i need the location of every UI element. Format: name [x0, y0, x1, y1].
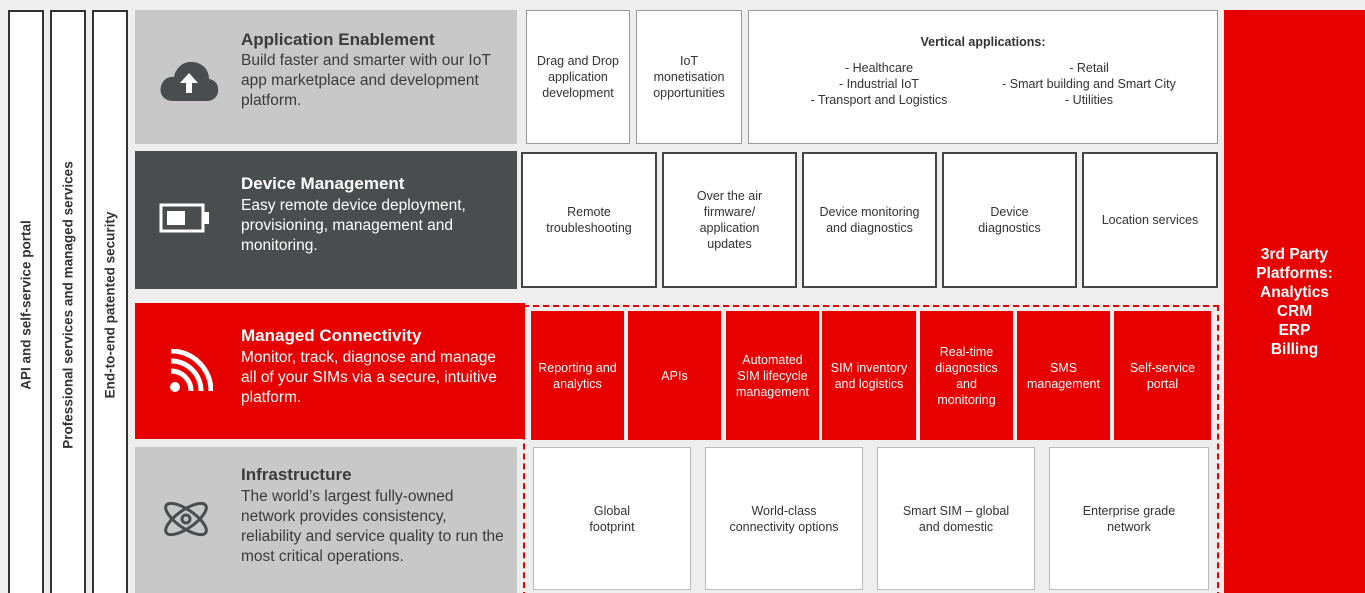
connectivity-dashed-outline — [523, 305, 1219, 593]
professional-services-label: Professional services and managed servic… — [60, 161, 76, 449]
third-party-line: Platforms: — [1256, 264, 1333, 282]
device-diagnostics-box: Device diagnostics — [942, 152, 1077, 288]
application-enablement-panel: Application Enablement Build faster and … — [135, 10, 517, 144]
vertical-item: - Utilities — [1065, 93, 1113, 107]
global-footprint-box: Global footprint — [533, 447, 691, 590]
sms-management-box: SMS management — [1017, 311, 1110, 440]
vertical-applications-title: Vertical applications: — [920, 35, 1046, 49]
professional-services-bar: Professional services and managed servic… — [50, 10, 86, 593]
reporting-analytics-box: Reporting and analytics — [531, 311, 624, 440]
atom-icon — [159, 493, 213, 550]
api-portal-label: API and self-service portal — [18, 220, 34, 390]
cloud-upload-icon — [159, 55, 219, 110]
vertical-right-list: - Retail - Smart building and Smart City… — [974, 60, 1204, 108]
api-portal-bar: API and self-service portal — [8, 10, 44, 593]
third-party-line: CRM — [1276, 302, 1313, 320]
device-management-panel: Device Management Easy remote device dep… — [135, 151, 517, 289]
managed-connectivity-panel: Managed Connectivity Monitor, track, dia… — [135, 303, 525, 439]
managed-connectivity-desc: Monitor, track, diagnose and manage all … — [241, 349, 497, 406]
vertical-item: - Retail — [1069, 61, 1109, 75]
device-management-title: Device Management — [241, 174, 405, 193]
enterprise-network-box: Enterprise grade network — [1049, 447, 1209, 590]
location-services-box: Location services — [1082, 152, 1218, 288]
managed-connectivity-title: Managed Connectivity — [241, 326, 422, 345]
device-management-desc: Easy remote device deployment, provision… — [241, 197, 466, 254]
vertical-item: - Transport and Logistics — [810, 93, 948, 107]
iot-monetisation-box: IoT monetisation opportunities — [636, 10, 742, 144]
battery-icon — [159, 202, 211, 239]
realtime-diagnostics-box: Real-time diagnostics and monitoring — [920, 311, 1013, 440]
vertical-item: - Industrial IoT — [839, 77, 919, 91]
third-party-line: 3rd Party — [1260, 245, 1329, 263]
device-monitoring-box: Device monitoring and diagnostics — [802, 152, 937, 288]
third-party-line: ERP — [1278, 321, 1311, 339]
third-party-platforms-panel: 3rd Party Platforms: Analytics CRM ERP B… — [1224, 10, 1365, 593]
vertical-applications-box: Vertical applications: - Healthcare - In… — [748, 10, 1218, 144]
vertical-left-list: - Healthcare - Industrial IoT - Transpor… — [769, 60, 989, 108]
application-enablement-desc: Build faster and smarter with our IoT ap… — [241, 52, 491, 109]
security-bar: End-to-end patented security — [92, 10, 128, 593]
infrastructure-desc: The world’s largest fully-owned network … — [241, 488, 504, 565]
signal-icon — [169, 348, 214, 398]
third-party-line: Billing — [1270, 340, 1319, 358]
world-class-connectivity-box: World-class connectivity options — [705, 447, 863, 590]
ota-updates-box: Over the air firmware/ application updat… — [662, 152, 797, 288]
third-party-line: Analytics — [1260, 283, 1329, 301]
infrastructure-title: Infrastructure — [241, 465, 352, 484]
drag-drop-box: Drag and Drop application development — [526, 10, 630, 144]
smart-sim-box: Smart SIM – global and domestic — [877, 447, 1035, 590]
self-service-portal-box: Self-service portal — [1114, 311, 1211, 440]
security-label: End-to-end patented security — [102, 211, 118, 399]
apis-box: APIs — [628, 311, 721, 440]
vertical-item: - Healthcare — [844, 61, 914, 75]
application-enablement-title: Application Enablement — [241, 30, 435, 49]
sim-inventory-box: SIM inventory and logistics — [822, 311, 916, 440]
vertical-item: - Smart building and Smart City — [1002, 77, 1176, 91]
remote-troubleshooting-box: Remote troubleshooting — [521, 152, 657, 288]
infrastructure-panel: Infrastructure The world’s largest fully… — [135, 447, 517, 593]
sim-lifecycle-box: Automated SIM lifecycle management — [726, 311, 819, 440]
